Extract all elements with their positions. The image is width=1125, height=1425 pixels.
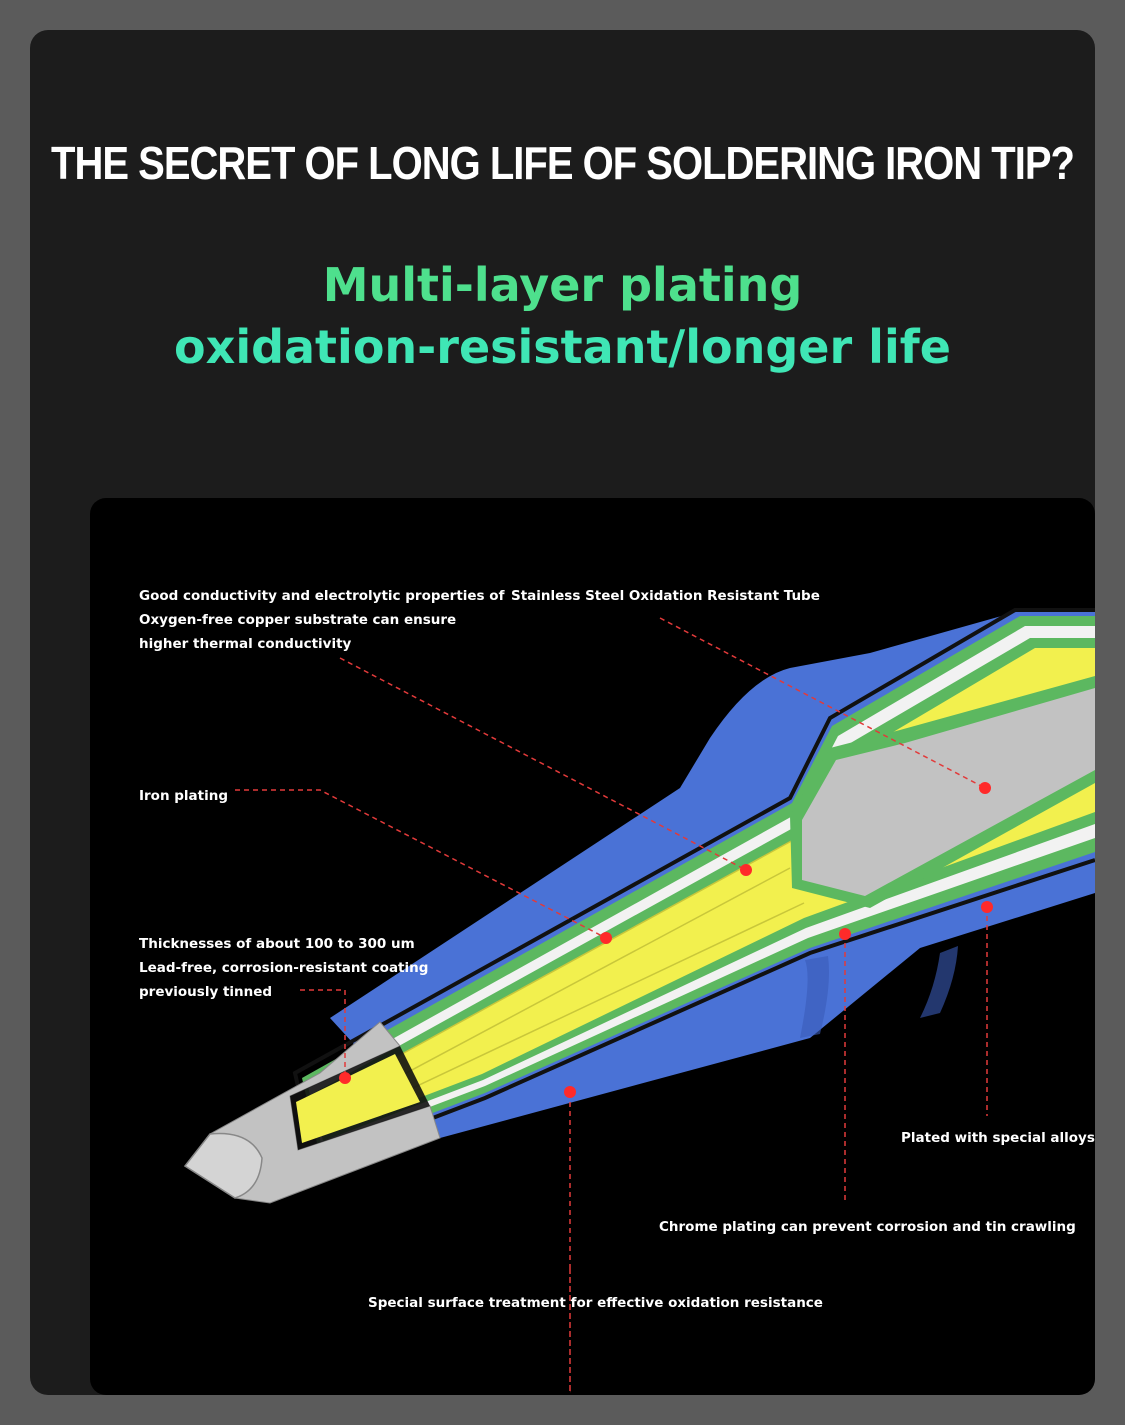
callout-dot-chrome (839, 928, 851, 940)
label-surface: Special surface treatment for effective … (368, 1295, 823, 1311)
infographic-card: THE SECRET OF LONG LIFE OF SOLDERING IRO… (30, 30, 1095, 1395)
callout-dot-alloys (981, 901, 993, 913)
label-stainless: Stainless Steel Oxidation Resistant Tube (511, 588, 820, 604)
callout-line-stainless (659, 617, 986, 789)
label-copper: Good conductivity and electrolytic prope… (139, 584, 504, 656)
label-chrome: Chrome plating can prevent corrosion and… (659, 1219, 1076, 1235)
label-iron: Iron plating (139, 788, 229, 804)
sleeve-front-band (800, 956, 829, 1038)
tip-yellow-end (296, 1054, 420, 1143)
callout-dots (339, 782, 993, 1098)
label-alloys: Plated with special alloys (901, 1130, 1095, 1146)
page-title: THE SECRET OF LONG LIFE OF SOLDERING IRO… (51, 138, 1075, 190)
subtitle-line-1: Multi-layer plating (322, 258, 803, 312)
label-coating: Thicknesses of about 100 to 300 um Lead-… (139, 932, 428, 1004)
sleeve-mid-band (920, 946, 958, 1018)
label-coating-line-1: Thicknesses of about 100 to 300 um (139, 936, 415, 952)
label-coating-line-3: previously tinned (139, 984, 273, 1000)
dark-ring-line (292, 608, 1095, 1166)
callout-dot-stainless (979, 782, 991, 794)
callout-dot-surface (564, 1086, 576, 1098)
soldering-tip-diagram (183, 608, 1095, 1391)
callout-line-copper (339, 657, 747, 871)
diagram-panel: Good conductivity and electrolytic prope… (90, 498, 1095, 1395)
callout-line-coating (300, 989, 346, 1078)
label-copper-line-3: higher thermal conductivity (139, 636, 352, 652)
label-copper-line-2: Oxygen-free copper substrate can ensure (139, 612, 457, 628)
label-coating-line-2: Lead-free, corrosion-resistant coating (139, 960, 429, 976)
subtitle-line-2: oxidation-resistant/longer life (174, 320, 951, 374)
stainless-steel-tube (802, 688, 1095, 896)
callout-dot-coating (339, 1072, 351, 1084)
callout-line-iron (235, 789, 607, 939)
callout-lines (235, 617, 988, 1391)
callout-dot-iron (600, 932, 612, 944)
callout-dot-copper (740, 864, 752, 876)
label-copper-line-1: Good conductivity and electrolytic prope… (139, 588, 505, 604)
tip-chisel-face (183, 1132, 263, 1199)
